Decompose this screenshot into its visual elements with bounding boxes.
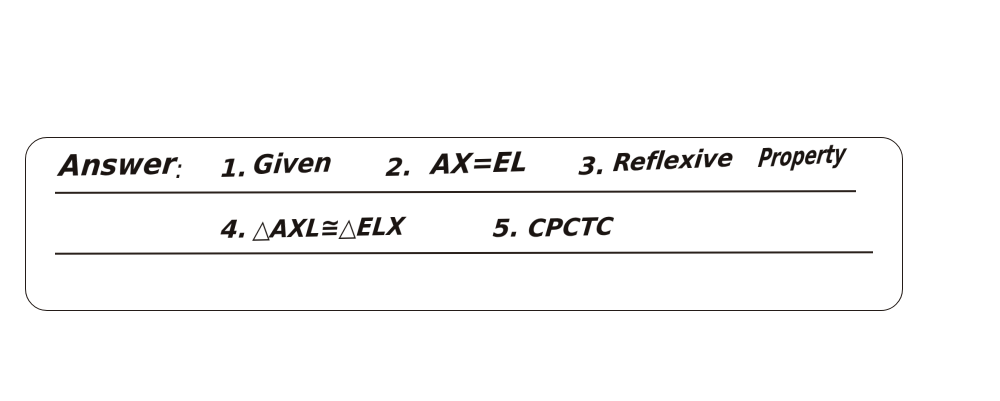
step-4-number: 4. xyxy=(219,214,249,245)
step-3-number: 3. xyxy=(577,150,607,182)
answer-label: Answer xyxy=(57,146,178,184)
step-5-reason: CPCTC xyxy=(526,211,615,244)
answer-label-colon: : xyxy=(174,154,184,185)
step-5-number: 5. xyxy=(491,213,521,244)
step-2-number: 2. xyxy=(384,152,414,183)
step-2-reason: AX=EL xyxy=(429,147,530,182)
step-3-reason: Reflexive xyxy=(611,142,735,178)
step-4-reason: △AXL≅△ELX xyxy=(251,211,406,245)
step-1-number: 1. xyxy=(219,153,249,184)
step-1-reason: Given xyxy=(251,148,334,182)
step-3-reason-continued: Property xyxy=(756,138,848,174)
answer-box xyxy=(25,137,903,311)
